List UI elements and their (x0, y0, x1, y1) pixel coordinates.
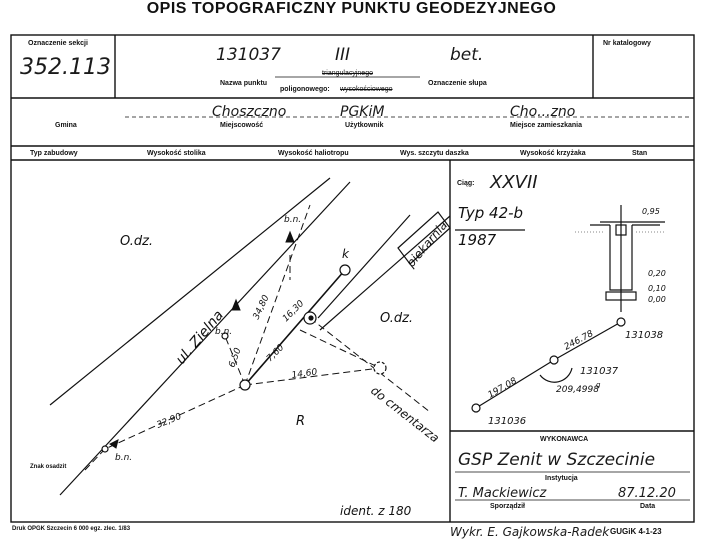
dimension-label: 0,10 (648, 284, 666, 293)
point-bn-bottom (101, 445, 109, 453)
catalog-label: Nr katalogowy (603, 40, 651, 47)
residence-value: Cho...zno (510, 104, 576, 120)
arrow-icon (109, 439, 119, 449)
monument-type: Typ 42-b (458, 204, 523, 222)
traverse-label: Ciąg: (457, 180, 475, 187)
point-b-label: 131037 (580, 366, 619, 377)
area-right: O.dz. (380, 311, 413, 326)
dimension-label: 0,20 (648, 269, 666, 278)
point-c-label: 131036 (488, 416, 526, 427)
date-value: 87.12.20 (618, 486, 676, 501)
distance-ab: 246.78 (563, 329, 596, 353)
date-label: Data (640, 503, 656, 510)
institution-label: Instytucja (545, 475, 578, 482)
angle-unit: g (596, 381, 601, 389)
document-title: OPIS TOPOGRAFICZNY PUNKTU GEODEZYJNEGO (146, 0, 557, 17)
point-k-label: k (342, 247, 350, 261)
section-label: Oznaczenie sekcji (28, 40, 88, 47)
monument-base (605, 291, 637, 301)
dimension-label: 0,00 (648, 295, 666, 304)
point-name-label: Nazwa punktu (220, 80, 268, 87)
triangulation-label: triangulacyjnego (322, 70, 373, 77)
point-c (471, 403, 481, 413)
post-marking: bet. (450, 45, 484, 65)
user-value: PGKiM (340, 104, 385, 120)
user-label: Użytkownik (345, 122, 384, 129)
angle-value: 209,4998 (556, 385, 599, 395)
drawn-by: Wykr. E. Gajkowska-Radek (450, 525, 610, 539)
point-number: 131037 (216, 45, 281, 65)
residence-label: Miejsce zamieszkania (510, 122, 582, 129)
region-label: R (296, 414, 305, 429)
point-class: III (335, 45, 351, 65)
col-header: Wysokość haliotropu (278, 150, 349, 157)
distance-bc: 197.08 (487, 376, 520, 401)
point-a-label: 131038 (625, 330, 663, 341)
col-header: Wysokość krzyżaka (520, 150, 586, 157)
polygon-label: poligonowego: (280, 86, 330, 93)
executor-name: GSP Zenit w Szczecinie (458, 450, 656, 470)
bn-mid: b.n. (215, 327, 232, 337)
bn-bottom: b.n. (115, 453, 132, 463)
dimension-label: 0,95 (642, 207, 660, 216)
point-main (239, 379, 251, 391)
col-header: Wysokość stolika (147, 150, 206, 157)
street-line-left (49, 177, 331, 406)
col-header: Stan (632, 150, 648, 157)
arrow-icon (285, 230, 295, 243)
area-left: O.dz. (120, 234, 153, 249)
commune-label: Gmina (55, 122, 77, 129)
print-info: Druk OPGK Szczecin 6 000 egz. zlec. 1/83 (12, 526, 131, 532)
col-header: Wys. szczytu daszka (400, 150, 469, 157)
bakery-building (397, 211, 451, 265)
author-label: Sporządził (490, 503, 526, 510)
elevation-label: wysokościowego (340, 86, 393, 93)
locality-label: Miejscowość (220, 122, 264, 129)
point-b (549, 355, 559, 365)
mark-label: Znak osadzit (30, 464, 67, 470)
author-name: T. Mackiewicz (458, 486, 547, 501)
form-code: GUGiK 4-1-23 (610, 527, 662, 536)
distance-label: 14,60 (291, 367, 318, 381)
street-line-right (59, 181, 351, 496)
section-value: 352.113 (20, 55, 111, 80)
ident-label: ident. z 180 (340, 504, 412, 518)
point-a (616, 317, 626, 327)
traverse-value: XXVII (490, 172, 538, 193)
point-bn-mid (221, 332, 229, 340)
point-k (339, 264, 351, 276)
monument-year: 1987 (458, 231, 497, 249)
bn-top: b.n. (284, 215, 301, 225)
executor-label: WYKONAWCA (540, 436, 589, 443)
post-marking-label: Oznaczenie słupa (428, 80, 487, 87)
col-header: Typ zabudowy (30, 150, 78, 157)
arrow-icon (231, 298, 241, 311)
locality-value: Choszczno (212, 104, 287, 120)
point-cemetery (373, 361, 387, 375)
